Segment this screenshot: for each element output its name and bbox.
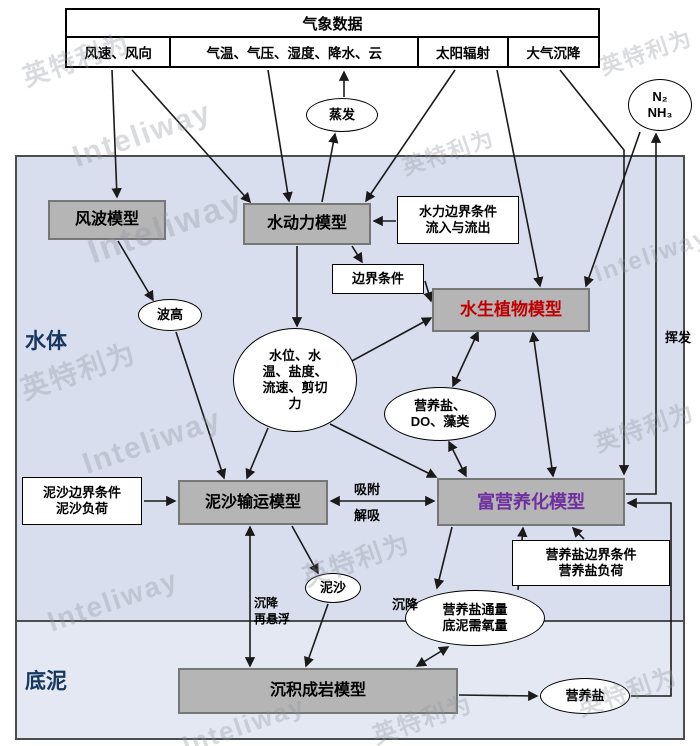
- sediment-particle-ellipse: 泥沙: [305, 573, 361, 603]
- nutrient-boundary-line2: 营养盐负荷: [558, 563, 624, 578]
- diagenesis-model-node: 沉积成岩模型: [178, 668, 458, 714]
- sediment-boundary-line2: 泥沙负荷: [55, 501, 108, 516]
- wave-height-ellipse: 波高: [138, 299, 202, 331]
- settling-label-2: 沉降: [391, 597, 418, 612]
- nutrient-boundary-line1: 营养盐边界条件: [545, 546, 637, 562]
- boundary-condition-box: 边界条件: [332, 264, 424, 294]
- hydrodynamic-model-node: 水动力模型: [243, 203, 371, 245]
- met-cell-solar-radiation: 太阳辐射: [419, 38, 509, 66]
- nutrient-flux-line1: 营养盐通量: [442, 601, 508, 617]
- nh3-label: NH₃: [647, 105, 673, 120]
- water-state-line4: 力: [288, 396, 302, 412]
- n2-label: N₂: [652, 88, 668, 104]
- sediment-transport-model-node: 泥沙输运模型: [178, 480, 328, 525]
- meteorological-data-box: 气象数据 风速、风向 气温、气压、湿度、降水、云 太阳辐射 大气沉降: [65, 8, 600, 68]
- sediment-boundary-line1: 泥沙边界条件: [42, 484, 121, 500]
- nutrient-boundary-box: 营养盐边界条件 营养盐负荷: [512, 540, 670, 586]
- volatilization-label: 挥发: [664, 330, 691, 345]
- water-state-line2: 温、盐度、: [262, 363, 328, 379]
- sediment-region-label: 底泥: [25, 670, 67, 693]
- eutrophication-model-node: 富营养化模型: [437, 478, 625, 526]
- met-data-title: 气象数据: [67, 10, 598, 38]
- hydraulic-boundary-line1: 水力边界条件: [418, 203, 497, 219]
- watermark-text: 英特利为: [597, 24, 696, 80]
- met-cell-wind: 风速、风向: [67, 38, 172, 66]
- nutrient-do-algae-line1: 营养盐、: [413, 397, 466, 413]
- water-state-line1: 水位、水: [268, 347, 321, 363]
- n2-nh3-ellipse: N₂ NH₃: [628, 79, 692, 131]
- desorption-label: 解吸: [353, 508, 380, 523]
- met-data-cells: 风速、风向 气温、气压、湿度、降水、云 太阳辐射 大气沉降: [67, 38, 598, 66]
- aquatic-plant-model-node: 水生植物模型: [432, 288, 590, 332]
- water-state-line3: 流速、剪切: [262, 380, 328, 395]
- adsorption-label: 吸附: [353, 482, 380, 497]
- evaporation-ellipse: 蒸发: [306, 98, 378, 132]
- met-cell-temp-pressure: 气温、气压、湿度、降水、云: [171, 38, 420, 66]
- nutrient-do-algae-line2: DO、藻类: [410, 414, 470, 429]
- nutrient-do-algae-ellipse: 营养盐、 DO、藻类: [384, 387, 496, 441]
- hydraulic-boundary-box: 水力边界条件 流入与流出: [397, 196, 519, 244]
- water-region-label: 水体: [25, 330, 67, 353]
- resuspension-label: 再悬浮: [254, 612, 291, 626]
- settling-label: 沉降: [254, 596, 279, 610]
- met-cell-atmos-deposition: 大气沉降: [526, 46, 581, 61]
- nutrient-flux-ellipse: 营养盐通量 底泥需氧量: [405, 590, 545, 646]
- nutrient-ellipse: 营养盐: [540, 678, 630, 714]
- sediment-boundary-box: 泥沙边界条件 泥沙负荷: [22, 477, 142, 525]
- nutrient-flux-line2: 底泥需氧量: [442, 618, 508, 633]
- hydraulic-boundary-line2: 流入与流出: [425, 220, 491, 235]
- wind-wave-model-node: 风波模型: [48, 200, 166, 240]
- water-state-ellipse: 水位、水 温、盐度、 流速、剪切 力: [233, 328, 357, 432]
